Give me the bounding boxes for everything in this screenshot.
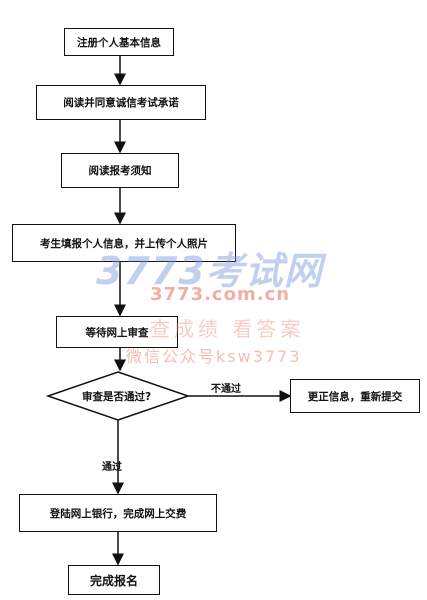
decision-label: 审查是否通过? (82, 391, 152, 403)
step-wait-review: 等待网上审查 (56, 316, 178, 348)
step-pay: 登陆网上银行，完成网上交费 (19, 494, 217, 532)
step-register: 注册个人基本信息 (64, 28, 174, 56)
edge-label-pass: 通过 (102, 462, 122, 473)
step-read-pledge-label: 阅读并同意诚信考试承诺 (63, 97, 179, 109)
step-complete: 完成报名 (68, 565, 160, 595)
step-read-notice: 阅读报考须知 (61, 153, 179, 188)
step-read-pledge: 阅读并同意诚信考试承诺 (36, 85, 206, 120)
step-fill-info-label: 考生填报个人信息，并上传个人照片 (40, 237, 208, 250)
step-fill-info: 考生填报个人信息，并上传个人照片 (12, 224, 236, 262)
edge-label-fail: 不通过 (211, 384, 241, 395)
step-read-notice-label: 阅读报考须知 (88, 165, 152, 177)
step-correct-info: 更正信息，重新提交 (290, 379, 420, 413)
step-wait-review-label: 等待网上审查 (85, 326, 149, 339)
step-correct-info-label: 更正信息，重新提交 (307, 390, 403, 403)
step-complete-label: 完成报名 (89, 573, 138, 588)
step-register-label: 注册个人基本信息 (77, 36, 161, 49)
step-pay-label: 登陆网上银行，完成网上交费 (49, 507, 187, 520)
